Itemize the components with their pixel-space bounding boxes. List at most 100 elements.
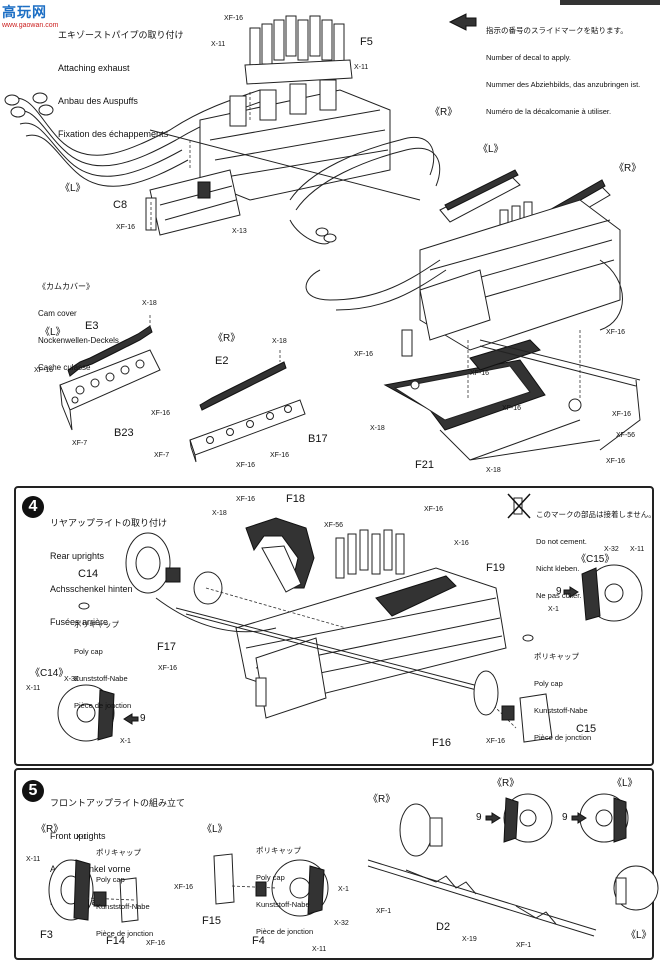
section3-title-jp: エキゾーストパイプの取り付け: [58, 30, 184, 40]
screw-label: X-11: [354, 64, 369, 71]
screw-label: X-18: [212, 510, 227, 517]
polycap-note: ポリキャップ Poly cap Kunststoff-Nabe Pièce de…: [74, 602, 131, 728]
polycap-note: ポリキャップ Poly cap Kunststoff-Nabe Pièce de…: [534, 634, 591, 760]
polycap-en: Poly cap: [96, 875, 125, 884]
polycap-fr: Pièce de jonction: [534, 733, 592, 742]
label-F19: F19: [486, 562, 505, 574]
decal-arrow-icon: [571, 812, 587, 824]
label-L1: 《L》: [60, 183, 86, 194]
step-number-badge: 5: [22, 780, 44, 802]
label-F18: F18: [286, 493, 305, 505]
label-F17: F17: [157, 641, 176, 653]
polycap-jp: ポリキャップ: [96, 848, 141, 857]
screw-label: X-11: [211, 41, 226, 48]
cam-cover-drawing: [59, 315, 306, 463]
label-L2: 《L》: [478, 144, 504, 155]
screw-label: XF-1: [376, 908, 392, 915]
label-B23: B23: [114, 427, 134, 439]
section4-box: 4 リヤアップライトの取り付け Rear uprights Achsschenk…: [14, 486, 656, 766]
screw-label: XF-56: [324, 522, 344, 529]
label-C15b: 《C15》: [576, 554, 615, 565]
label-C15: C15: [576, 723, 597, 735]
screw-label: XF-16: [470, 370, 490, 377]
header-strip: [560, 0, 660, 5]
decal-number: 9: [562, 812, 568, 823]
polycap-en: Poly cap: [256, 873, 285, 882]
label-L3: 《L》: [40, 327, 66, 338]
section3: エキゾーストパイプの取り付け Attaching exhaust Anbau d…: [0, 0, 660, 480]
decal-arrow-icon: [123, 713, 139, 725]
section3-title: エキゾーストパイプの取り付け Attaching exhaust Anbau d…: [58, 8, 184, 162]
decal-note-en: Number of decal to apply.: [486, 53, 571, 62]
screw-label: X-16: [454, 540, 469, 547]
label-R2: 《R》: [368, 794, 396, 805]
label-F15: F15: [202, 915, 221, 927]
screw-label: XF-16: [146, 940, 166, 947]
section4-title-en: Rear uprights: [50, 551, 105, 561]
label-L3: 《L》: [612, 778, 638, 789]
section4-title-fr: Fusées arrière: [50, 617, 109, 627]
label-F21: F21: [415, 459, 434, 471]
decal-arrow-icon: [563, 586, 579, 598]
label-F4: F4: [252, 935, 265, 947]
label-F5: F5: [360, 36, 373, 48]
label-C14b: 《C14》: [30, 668, 69, 679]
screw-label: XF-7: [72, 440, 88, 447]
screw-label: XF-16: [236, 462, 256, 469]
screw-label: X-32: [64, 676, 79, 683]
screw-label: XF-16: [151, 410, 171, 417]
screw-label: X-1: [120, 738, 131, 745]
decal-note-fr: Numéro de la décalcomanie à utiliser.: [486, 107, 612, 116]
polycap-note: ポリキャップ Poly cap Kunststoff-Nabe Pièce de…: [96, 830, 153, 956]
screw-label: X-11: [26, 685, 41, 692]
cam-title-fr: Cache culasse: [38, 363, 91, 372]
screw-label: XF-16: [236, 496, 256, 503]
cam-title-jp: 《カムカバー》: [38, 282, 94, 291]
section4-title: リヤアップライトの取り付け Rear uprights Achsschenkel…: [50, 496, 167, 650]
label-E2: E2: [215, 355, 229, 367]
decal-arrow-icon: [485, 812, 501, 824]
label-R: 《R》: [36, 824, 64, 835]
decal-note-jp: 指示の番号のスライドマークを貼ります。: [486, 26, 628, 35]
label-L: 《L》: [202, 824, 228, 835]
label-C14: C14: [78, 568, 99, 580]
polycap-de: Kunststoff-Nabe: [74, 674, 128, 683]
cam-title-en: Cam cover: [38, 309, 77, 318]
label-R3: 《R》: [213, 333, 241, 344]
section4-title-jp: リヤアップライトの取り付け: [50, 518, 168, 528]
polycap-note: ポリキャップ Poly cap Kunststoff-Nabe Pièce de…: [256, 828, 313, 954]
label-L2: 《L》: [626, 930, 652, 941]
screw-label: X-13: [232, 228, 247, 235]
label-D2: D2: [436, 921, 451, 933]
polycap-jp: ポリキャップ: [74, 620, 119, 629]
screw-label: X-1: [548, 606, 559, 613]
decal-note-de: Nummer des Abziehbilds, das anzubringen …: [486, 80, 641, 89]
decal-number: 9: [556, 586, 562, 597]
label-R1: 《R》: [430, 107, 458, 118]
section4-title-de: Achsschenkel hinten: [50, 584, 133, 594]
screw-label: X-11: [26, 856, 41, 863]
section5-title-en: Front uprights: [50, 831, 106, 841]
screw-label: XF-16: [424, 506, 444, 513]
decal-number: 9: [476, 812, 482, 823]
screw-label: X-32: [604, 546, 619, 553]
screw-label: XF-56: [616, 432, 636, 439]
screw-label: XF-16: [174, 884, 194, 891]
exhaust-drawing-left: [4, 15, 441, 245]
screw-label: XF-16: [158, 665, 178, 672]
chassis-drawing-right: [305, 169, 641, 461]
label-E3: E3: [85, 320, 99, 332]
polycap-en: Poly cap: [534, 679, 563, 688]
screw-label: XF-16: [354, 351, 374, 358]
label-F3: F3: [40, 929, 53, 941]
polycap-fr: Pièce de jonction: [74, 701, 132, 710]
screw-label: XF-16: [612, 411, 632, 418]
polycap-de: Kunststoff-Nabe: [96, 902, 150, 911]
decal-note: 指示の番号のスライドマークを貼ります。 Number of decal to a…: [486, 8, 640, 134]
polycap-fr: Pièce de jonction: [256, 927, 314, 936]
polycap-de: Kunststoff-Nabe: [256, 900, 310, 909]
screw-label: X-18: [370, 425, 385, 432]
label-F16: F16: [432, 737, 451, 749]
no-cement-icon: [507, 493, 531, 519]
section5-title-jp: フロントアップライトの組み立て: [50, 798, 186, 808]
